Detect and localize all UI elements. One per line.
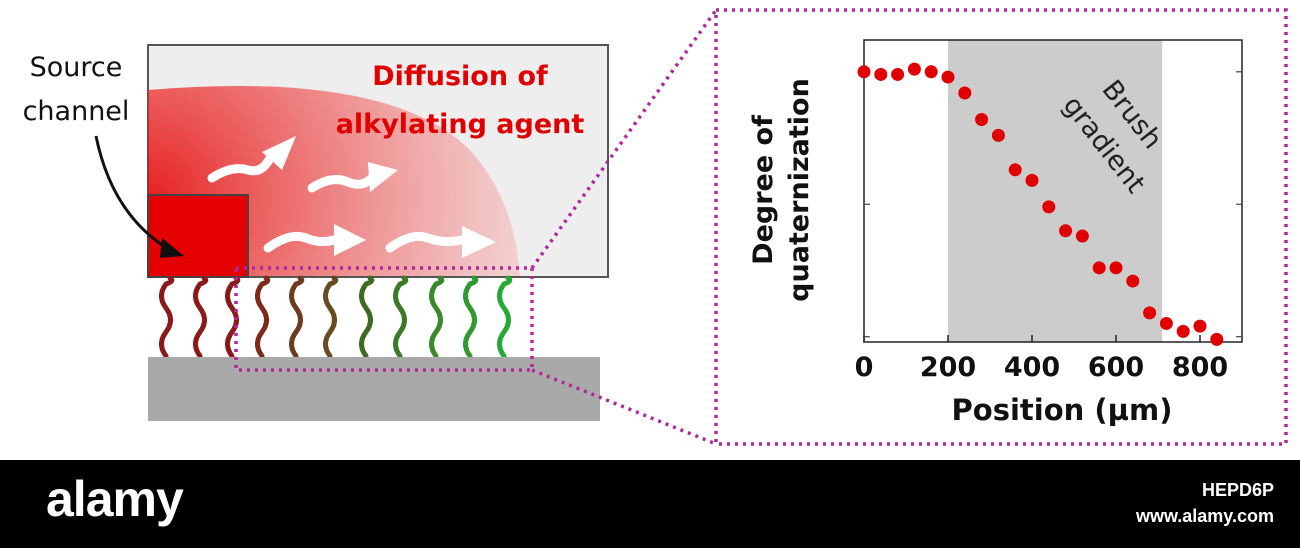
watermark-footer: alamy HEPD6P www.alamy.com [0, 460, 1300, 548]
brush-strand [429, 275, 445, 359]
brush-strand [289, 275, 305, 359]
data-point [1059, 224, 1073, 238]
x-axis-ticks: 0 200 400 600 800 [855, 335, 1228, 383]
diffusion-label-line2: alkylating agent [336, 109, 585, 140]
diffusion-diagram: Source channel Diffusion of alkylating a… [23, 44, 609, 421]
source-channel-box [147, 194, 249, 278]
figure-svg: Source channel Diffusion of alkylating a… [23, 8, 1288, 446]
data-point [874, 67, 888, 81]
data-point [1008, 163, 1022, 177]
image-id: HEPD6P [1201, 480, 1274, 500]
data-points [857, 62, 1224, 346]
diffusion-arrow-4-head [462, 226, 496, 258]
data-point [891, 67, 905, 81]
diffusion-arrow-1 [207, 153, 275, 183]
source-label-line1: Source [30, 52, 123, 83]
plot-frame [863, 39, 1243, 343]
brush-strand [225, 275, 241, 359]
substrate [148, 357, 600, 421]
data-point [958, 86, 972, 100]
data-point [1042, 200, 1056, 214]
data-point [924, 65, 938, 79]
brush-strand [497, 275, 513, 359]
data-point [975, 112, 989, 126]
data-point [1025, 173, 1039, 187]
polymer-brushes [159, 275, 513, 359]
data-point [907, 62, 921, 76]
zoom-connector-top [530, 8, 718, 270]
diffusion-arrows [207, 136, 496, 258]
data-point [1159, 316, 1173, 330]
diffusion-arrow-3-head [334, 224, 366, 256]
alamy-logo: alamy [46, 471, 184, 527]
source-pointer-head [160, 238, 184, 258]
brush-strand [393, 275, 409, 359]
data-point [1210, 332, 1224, 346]
brush-strand [193, 275, 209, 359]
x-axis-label: Position (µm) [952, 393, 1173, 427]
data-point [1176, 324, 1190, 338]
data-point [857, 65, 871, 79]
diffusion-label-line1: Diffusion of [372, 61, 548, 92]
x-tick-label: 600 [1088, 352, 1144, 383]
brush-strand [255, 275, 271, 359]
brush-strand [359, 275, 375, 359]
data-point [991, 128, 1005, 142]
x-tick-label: 400 [1004, 352, 1060, 383]
data-point [1109, 261, 1123, 275]
diffusion-arrow-2-head [368, 162, 398, 192]
brush-gradient-region [948, 40, 1163, 342]
diffusion-arrow-2 [307, 173, 377, 193]
zoom-connector-bottom [531, 368, 717, 446]
source-label-line2: channel [23, 96, 130, 127]
y-axis-label-line2: quaternization [784, 78, 815, 302]
x-tick-label: 0 [855, 352, 874, 383]
data-point [1126, 274, 1140, 288]
brush-strand [463, 275, 479, 359]
brush-strand [323, 275, 339, 359]
x-tick-label: 200 [920, 352, 976, 383]
site-url: www.alamy.com [1135, 506, 1274, 526]
data-point [1143, 306, 1157, 320]
x-tick-label: 800 [1172, 352, 1228, 383]
data-point [941, 70, 955, 84]
data-point [1193, 319, 1207, 333]
zoom-region-box [234, 266, 534, 372]
brush-strand [159, 275, 175, 359]
source-pointer-line [94, 135, 171, 252]
data-point [1075, 229, 1089, 243]
diffusion-arrow-1-head [262, 136, 296, 170]
data-point [1092, 261, 1106, 275]
diffusion-arrow-4 [385, 231, 467, 253]
y-axis-label-line1: Degree of [748, 115, 779, 265]
diffusion-arrow-3 [263, 231, 339, 253]
